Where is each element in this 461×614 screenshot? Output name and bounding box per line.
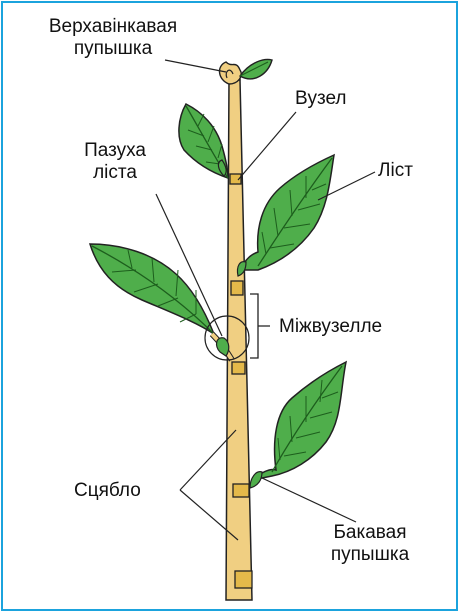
- leader-lateral-bud: [262, 478, 356, 522]
- label-lateral-bud-line2: пупышка: [310, 544, 430, 566]
- label-stem: Сцябло: [74, 480, 141, 502]
- label-terminal-bud-line1: Верхавінкавая: [15, 16, 211, 38]
- leaf-top-left: [179, 104, 228, 178]
- label-leaf: Ліст: [378, 160, 413, 182]
- label-axil-line2: ліста: [60, 162, 170, 184]
- node-band: [233, 484, 249, 497]
- label-node: Вузел: [295, 88, 346, 110]
- leader-node: [238, 112, 296, 180]
- leaf-upper-right: [237, 155, 334, 276]
- internode-bracket: [250, 294, 270, 358]
- label-axil: Пазуха ліста: [60, 140, 170, 184]
- stem-body: [226, 80, 252, 600]
- label-terminal-bud-line2: пупышка: [15, 38, 211, 60]
- label-axil-line1: Пазуха: [60, 140, 170, 162]
- label-terminal-bud: Верхавінкавая пупышка: [15, 16, 211, 60]
- label-internode: Міжвузелле: [279, 316, 382, 338]
- leader-terminal-bud: [165, 60, 226, 72]
- leaf-middle-left: [90, 244, 232, 360]
- terminal-bud: [220, 60, 272, 84]
- node-band: [235, 571, 252, 588]
- leaf-lower-right: [250, 362, 346, 488]
- label-lateral-bud: Бакавая пупышка: [310, 522, 430, 566]
- label-lateral-bud-line1: Бакавая: [310, 522, 430, 544]
- node-band: [231, 281, 243, 295]
- node-band: [232, 362, 245, 374]
